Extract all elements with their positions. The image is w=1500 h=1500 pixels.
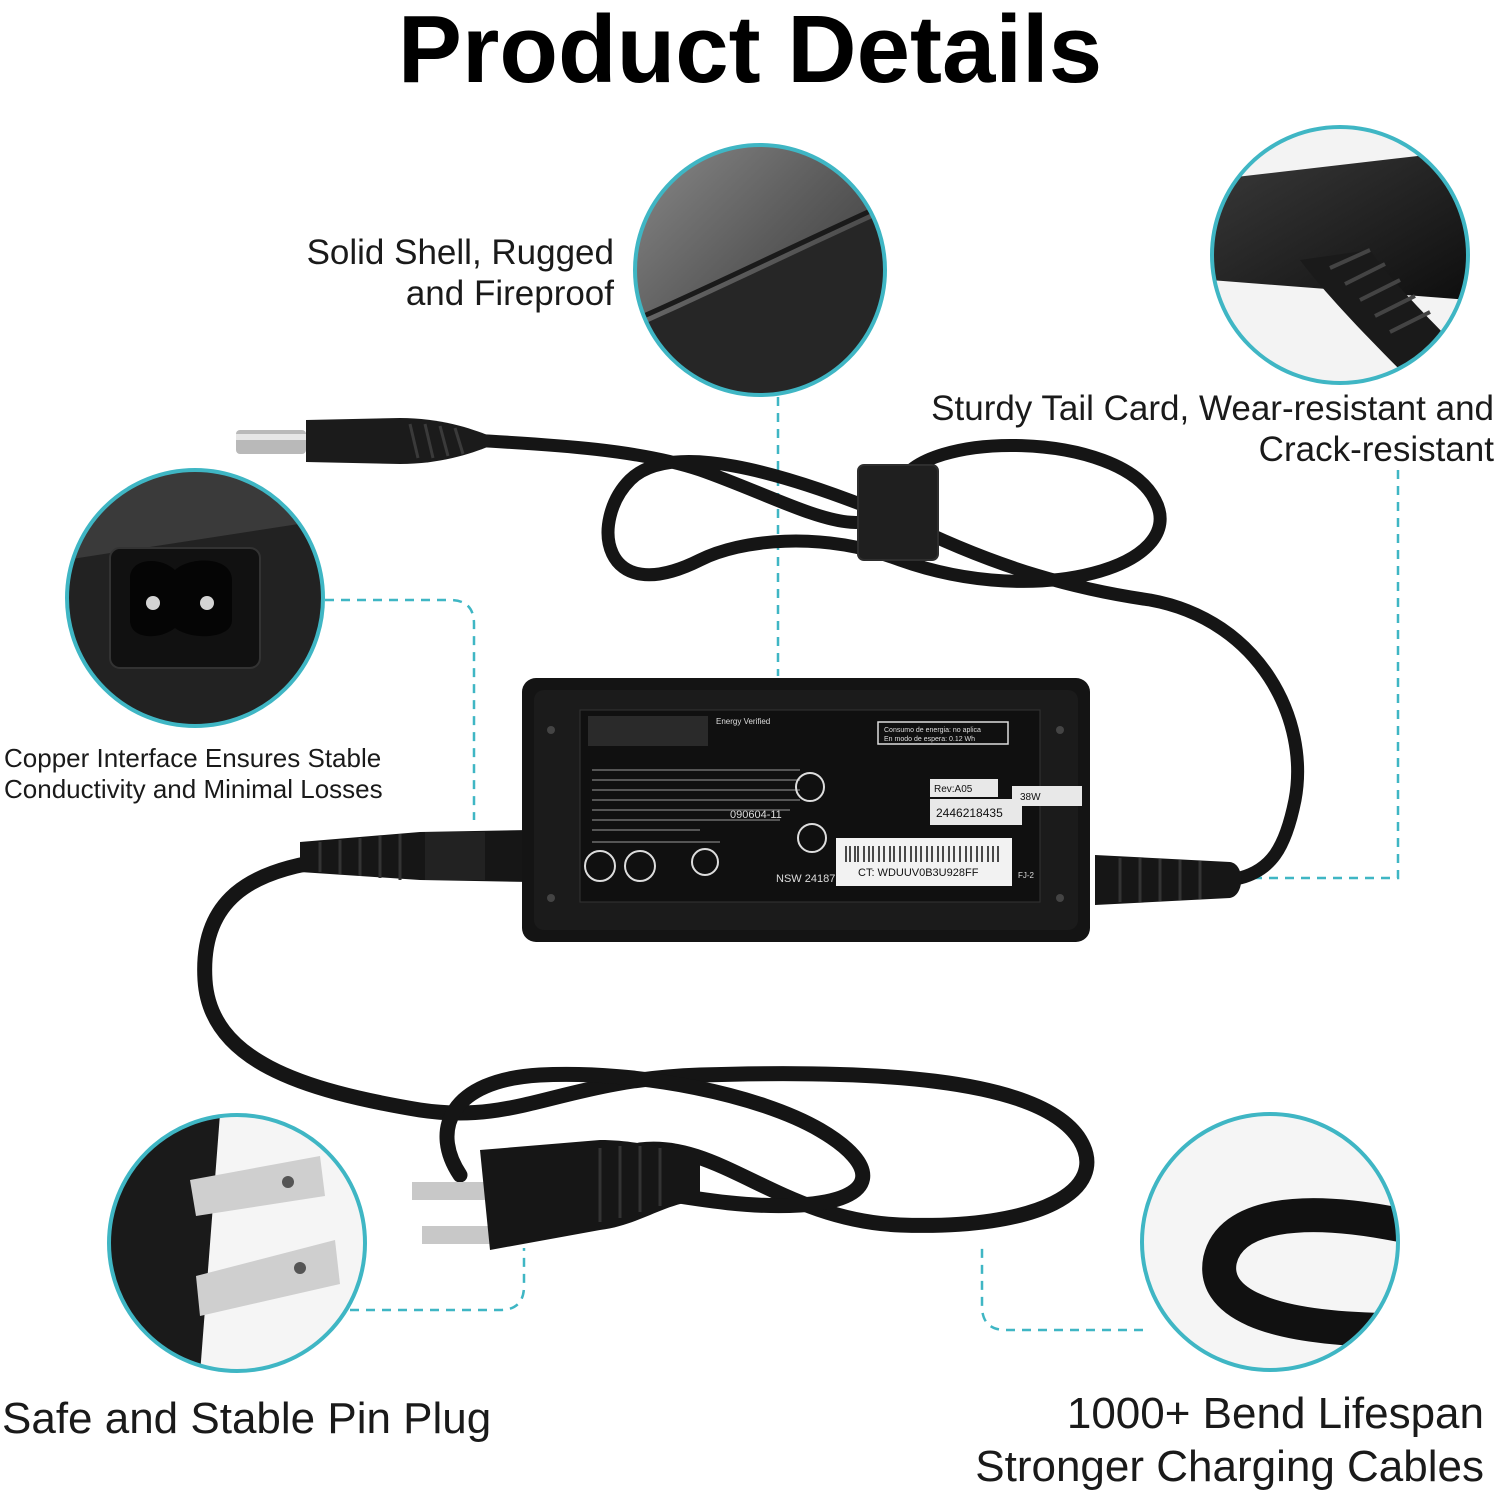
feature-shell-caption: Solid Shell, Rugged and Fireproof — [307, 232, 614, 315]
label-watt: 38W — [1020, 792, 1041, 803]
feature-copper-line2: Conductivity and Minimal Losses — [4, 773, 383, 804]
feature-tail-line2: Crack-resistant — [1258, 430, 1494, 470]
feature-copper-line1: Copper Interface Ensures Stable — [4, 743, 382, 773]
feature-pin-caption: Safe and Stable Pin Plug — [2, 1393, 491, 1445]
leader-copper — [325, 598, 476, 820]
ac-cord-loop — [439, 1066, 871, 1214]
feature-bend-line2: Stronger Charging Cables — [975, 1441, 1484, 1491]
feature-pin-line1: Safe and Stable Pin Plug — [2, 1394, 492, 1443]
zoom-copper — [65, 468, 325, 728]
feature-tail-line1: Sturdy Tail Card, Wear-resistant and — [931, 389, 1494, 428]
ac-cord — [197, 852, 1095, 1233]
ac-wall-plug — [412, 1140, 700, 1250]
label-consumo: Consumo de energia: no aplica — [884, 727, 981, 734]
feature-bend-line1: 1000+ Bend Lifespan — [1066, 1389, 1484, 1438]
label-serial: 2446218435 — [936, 806, 1003, 820]
feature-bend-caption: 1000+ Bend Lifespan Stronger Charging Ca… — [975, 1388, 1484, 1494]
label-safety-code: 090604-11 — [730, 809, 782, 821]
power-adapter: Energy Verified Consumo de energia: no a… — [522, 678, 1090, 942]
label-energy-verified: Energy Verified — [716, 717, 770, 726]
zoom-shell — [633, 143, 887, 397]
page-title: Product Details — [397, 0, 1103, 103]
leader-lines — [325, 397, 1400, 1332]
zoom-tail — [1210, 125, 1470, 385]
zoom-bend — [1140, 1112, 1400, 1372]
label-ct: CT: WDUUV0B3U928FF — [858, 867, 979, 879]
leader-tail — [1230, 470, 1400, 880]
feature-copper-caption: Copper Interface Ensures Stable Conducti… — [4, 743, 383, 804]
strain-relief-dc — [1095, 855, 1242, 905]
zoom-pin — [107, 1113, 367, 1373]
feature-shell-line2: and Fireproof — [405, 274, 614, 314]
leader-pin — [350, 1248, 526, 1312]
label-nsw: NSW 24187 — [776, 873, 835, 885]
label-fj: FJ-2 — [1018, 871, 1035, 880]
ac-input-connector — [300, 830, 530, 882]
label-espera: En modo de espera: 0.12 Wh — [884, 736, 975, 743]
feature-shell-line1: Solid Shell, Rugged — [306, 233, 614, 272]
leader-bend — [980, 1245, 1143, 1332]
feature-tail-caption: Sturdy Tail Card, Wear-resistant and Cra… — [931, 388, 1494, 471]
dc-barrel-plug — [236, 418, 490, 464]
cable-strap — [857, 464, 939, 561]
label-rev: Rev:A05 — [934, 784, 973, 795]
